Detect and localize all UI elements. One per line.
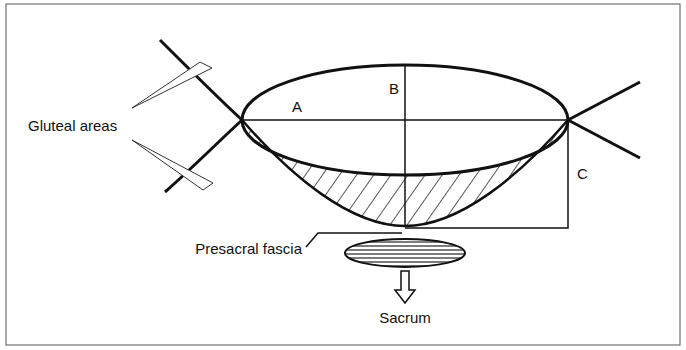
sacrum-shape	[345, 239, 465, 267]
dimension-b	[404, 65, 406, 226]
region-label: Gluteal areas	[28, 117, 117, 134]
pointer-wedge	[132, 140, 213, 190]
cleft-line	[568, 82, 640, 120]
dimension-label: C	[577, 165, 588, 182]
frame	[6, 4, 680, 345]
pointer-wedge	[132, 62, 212, 108]
structure-label: Sacrum	[379, 309, 431, 326]
cleft-line	[568, 120, 640, 158]
dimension-c	[405, 120, 568, 228]
dimension-label: B	[389, 80, 399, 97]
dimension-label: A	[292, 98, 302, 115]
structure-label: Presacral fascia	[195, 240, 302, 257]
gluteal-line	[160, 40, 242, 120]
down-arrow	[395, 271, 415, 303]
